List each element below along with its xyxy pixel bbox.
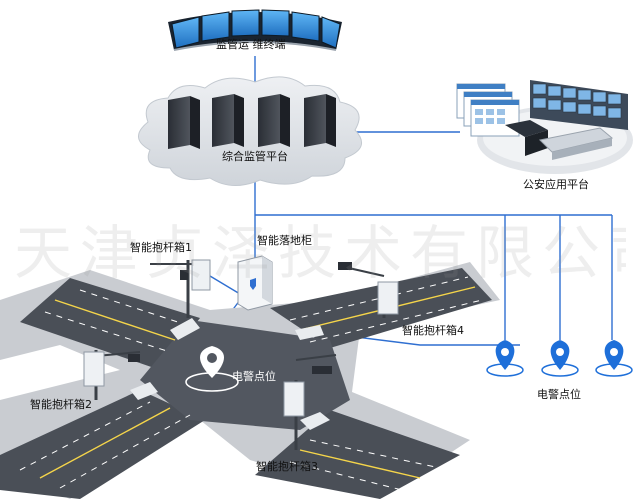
platform-cloud [138, 76, 363, 186]
label-box-4: 智能抱杆箱4 [402, 324, 464, 337]
desk-icon [505, 120, 614, 160]
label-box-3: 智能抱杆箱3 [256, 460, 318, 473]
watermark: 天津贞泽技术有限公司 [14, 219, 626, 287]
label-police-point-right: 电警点位 [537, 388, 581, 401]
server-icon [212, 94, 244, 147]
control-room-icon [456, 80, 633, 174]
label-box-2: 智能抱杆箱2 [30, 398, 92, 411]
screen-windows-icon [456, 83, 520, 137]
server-icon [304, 94, 336, 147]
server-icon [258, 94, 290, 147]
police-point-pin-icon [185, 346, 239, 392]
map-pin-icon [486, 340, 524, 377]
label-floor-cabinet: 智能落地柜 [257, 234, 312, 247]
server-icon [168, 96, 200, 149]
video-wall-icon [168, 9, 342, 51]
intersection-roads [0, 262, 500, 499]
floor-cabinet-icon [237, 255, 273, 311]
pole-2 [83, 350, 141, 400]
pole-4 [338, 262, 399, 318]
label-box-1: 智能抱杆箱1 [130, 241, 192, 254]
label-monitor-ops: 监管运 维终端 [216, 38, 286, 51]
label-police-point-center: 电警点位 [232, 370, 276, 383]
map-pin-icon [595, 340, 633, 377]
label-platform: 综合监管平台 [222, 150, 288, 163]
pole-3 [283, 354, 337, 450]
pole-1 [150, 259, 211, 318]
label-police-platform: 公安应用平台 [523, 178, 589, 191]
map-pin-icon [541, 340, 579, 377]
